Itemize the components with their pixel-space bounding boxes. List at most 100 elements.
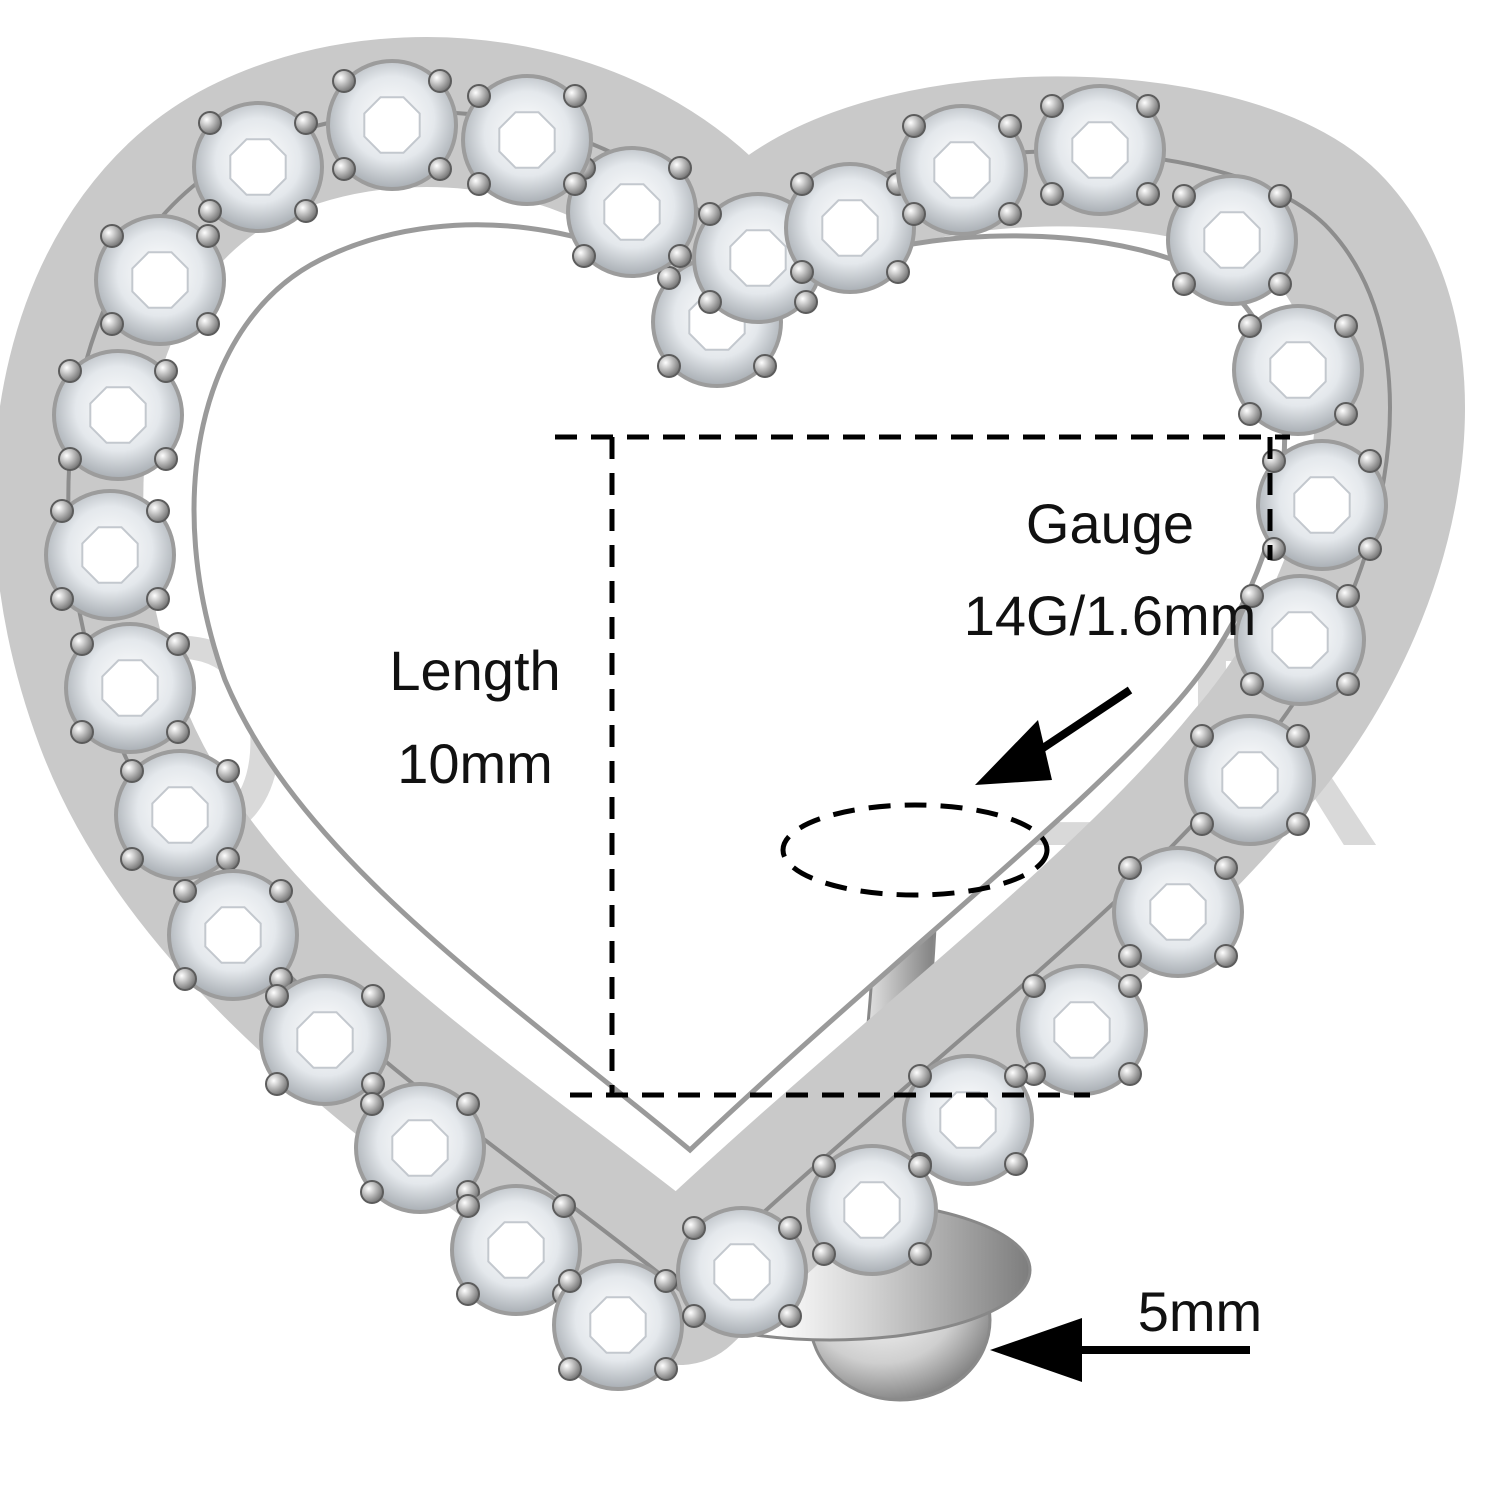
prong bbox=[558, 1269, 582, 1293]
crystal-facet bbox=[933, 141, 991, 199]
prong bbox=[812, 1242, 836, 1266]
crystal-facet bbox=[1269, 341, 1327, 399]
crystal-facet bbox=[1271, 611, 1329, 669]
crystal-facet bbox=[151, 786, 209, 844]
crystal-facet bbox=[589, 1296, 647, 1354]
prong bbox=[360, 1180, 384, 1204]
crystal-facet bbox=[204, 906, 262, 964]
prong bbox=[654, 1269, 678, 1293]
crystal-facet bbox=[81, 526, 139, 584]
prong bbox=[332, 157, 356, 181]
prong bbox=[908, 1064, 932, 1088]
prong bbox=[654, 1357, 678, 1381]
prong bbox=[216, 759, 240, 783]
prong bbox=[1190, 812, 1214, 836]
prong bbox=[1358, 449, 1382, 473]
prong bbox=[100, 312, 124, 336]
prong bbox=[1172, 272, 1196, 296]
prong bbox=[216, 847, 240, 871]
prong bbox=[1334, 314, 1358, 338]
prong bbox=[146, 499, 170, 523]
prong bbox=[146, 587, 170, 611]
prong bbox=[196, 224, 220, 248]
prong bbox=[1172, 184, 1196, 208]
prong bbox=[558, 1357, 582, 1381]
prong bbox=[58, 447, 82, 471]
length-label: Length bbox=[389, 639, 560, 702]
crystal-facet bbox=[1293, 476, 1351, 534]
prong bbox=[1358, 537, 1382, 561]
prong bbox=[1190, 724, 1214, 748]
prong bbox=[998, 202, 1022, 226]
prong bbox=[198, 111, 222, 135]
prong bbox=[1214, 856, 1238, 880]
crystal-facet bbox=[821, 199, 879, 257]
crystal-facet bbox=[729, 229, 787, 287]
prong bbox=[1240, 672, 1264, 696]
prong bbox=[886, 260, 910, 284]
crystal-facet bbox=[603, 183, 661, 241]
prong bbox=[908, 1242, 932, 1266]
prong bbox=[467, 172, 491, 196]
prong bbox=[120, 847, 144, 871]
prong bbox=[70, 632, 94, 656]
length-value: 10mm bbox=[397, 732, 553, 795]
crystal-facet bbox=[1149, 883, 1207, 941]
prong bbox=[698, 290, 722, 314]
crystal-facet bbox=[1203, 211, 1261, 269]
prong bbox=[902, 114, 926, 138]
prong bbox=[1268, 272, 1292, 296]
prong bbox=[361, 1072, 385, 1096]
gauge-value: 14G/1.6mm bbox=[964, 584, 1257, 647]
prong bbox=[1240, 584, 1264, 608]
prong bbox=[1040, 182, 1064, 206]
prong bbox=[902, 202, 926, 226]
crystal-facet bbox=[229, 138, 287, 196]
prong bbox=[778, 1216, 802, 1240]
prong bbox=[1238, 402, 1262, 426]
prong bbox=[198, 199, 222, 223]
crystal-facet bbox=[1221, 751, 1279, 809]
prong bbox=[1136, 182, 1160, 206]
prong bbox=[668, 156, 692, 180]
prong bbox=[456, 1282, 480, 1306]
crystal-facet bbox=[89, 386, 147, 444]
prong bbox=[1238, 314, 1262, 338]
prong bbox=[794, 290, 818, 314]
prong bbox=[668, 244, 692, 268]
prong bbox=[1118, 944, 1142, 968]
prong bbox=[812, 1154, 836, 1178]
prong bbox=[753, 354, 777, 378]
crystal-facet bbox=[363, 96, 421, 154]
crystal-facet bbox=[101, 659, 159, 717]
prong bbox=[1118, 1062, 1142, 1086]
prong bbox=[682, 1216, 706, 1240]
prong bbox=[552, 1194, 576, 1218]
prong bbox=[456, 1194, 480, 1218]
prong bbox=[1268, 184, 1292, 208]
crystal-facet bbox=[713, 1243, 771, 1301]
prong bbox=[173, 967, 197, 991]
prong bbox=[1022, 974, 1046, 998]
crystal-facet bbox=[391, 1119, 449, 1177]
prong bbox=[269, 879, 293, 903]
prong bbox=[173, 879, 197, 903]
prong bbox=[1118, 974, 1142, 998]
prong bbox=[428, 69, 452, 93]
prong bbox=[1262, 449, 1286, 473]
crystal-facet bbox=[1071, 121, 1129, 179]
crystal-facet bbox=[1053, 1001, 1111, 1059]
ball-arrow bbox=[990, 1318, 1250, 1382]
prong bbox=[50, 587, 74, 611]
crystal-facet bbox=[296, 1011, 354, 1069]
prong bbox=[361, 984, 385, 1008]
prong bbox=[572, 244, 596, 268]
prong bbox=[563, 172, 587, 196]
prong bbox=[166, 632, 190, 656]
prong bbox=[166, 720, 190, 744]
prong bbox=[100, 224, 124, 248]
prong bbox=[698, 202, 722, 226]
prong bbox=[332, 69, 356, 93]
crystal-facet bbox=[939, 1091, 997, 1149]
